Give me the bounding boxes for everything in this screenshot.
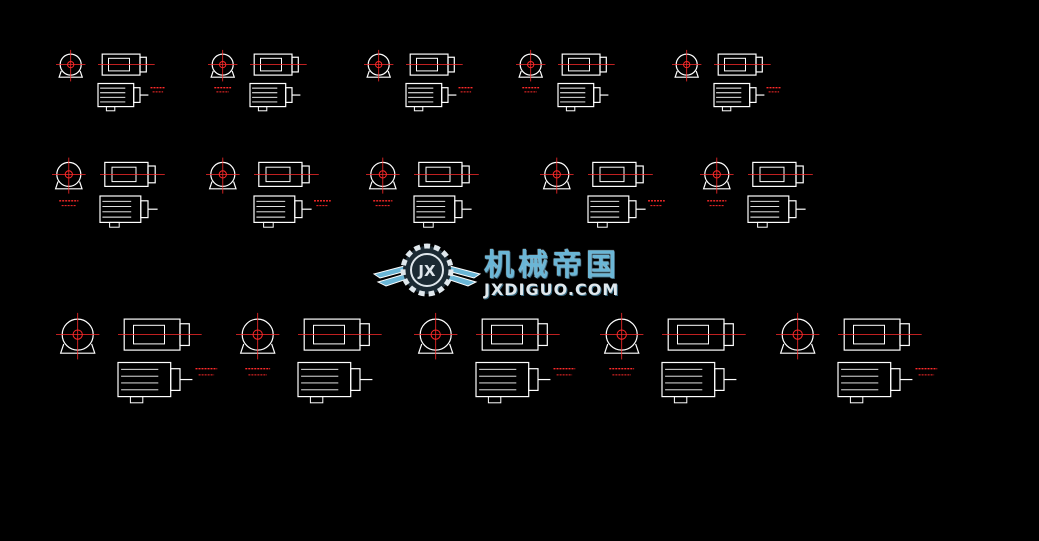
motor-group [414, 312, 576, 404]
motor-foot [597, 221, 608, 228]
motor-side-view-bottom [253, 195, 296, 223]
motor-side-view-bottom [475, 361, 530, 398]
motor-foot [257, 106, 268, 112]
motor-foot [757, 221, 768, 228]
motor-group [206, 157, 331, 228]
flange [133, 87, 141, 103]
flange [593, 87, 601, 103]
flange [714, 368, 725, 392]
motor-group [52, 157, 165, 228]
flange [749, 87, 757, 103]
flange [441, 87, 449, 103]
motor-foot [109, 221, 120, 228]
watermark-badge-text: JX [417, 262, 436, 280]
motor-foot [673, 396, 688, 404]
motor-group [516, 49, 615, 112]
motor-group [364, 49, 474, 112]
motor-side-view-bottom [99, 195, 142, 223]
motor-side-view-bottom [97, 82, 135, 108]
flange [628, 200, 637, 219]
motor-group [600, 312, 746, 404]
flange [170, 368, 181, 392]
motor-group [208, 49, 307, 112]
watermark-chinese-text: 机械帝国 [484, 248, 620, 283]
motor-foot [309, 396, 324, 404]
motor-foot [105, 106, 116, 112]
flange [528, 368, 539, 392]
motor-side-view-bottom [713, 82, 751, 108]
watermark: JX 机械帝国 JXDIGUO.COM [372, 238, 672, 302]
motor-side-view-bottom [413, 195, 456, 223]
flange [454, 200, 463, 219]
motor-side-view-bottom [117, 361, 172, 398]
motor-foot [487, 396, 502, 404]
motor-foot [129, 396, 144, 404]
motor-side-view-bottom [557, 82, 595, 108]
motor-side-view-bottom [661, 361, 716, 398]
motor-side-view-bottom [249, 82, 287, 108]
motor-side-view-bottom [587, 195, 630, 223]
motor-foot [423, 221, 434, 228]
motor-group [366, 157, 479, 228]
motor-group [56, 49, 166, 112]
motor-foot [849, 396, 864, 404]
motor-group [236, 312, 382, 404]
motor-side-view-bottom [297, 361, 352, 398]
flange [788, 200, 797, 219]
motor-drawing-groups [52, 49, 938, 404]
flange [350, 368, 361, 392]
motor-group [672, 49, 782, 112]
motor-group [700, 157, 813, 228]
motor-side-view-bottom [747, 195, 790, 223]
flange [890, 368, 901, 392]
motor-group [540, 157, 665, 228]
flange [140, 200, 149, 219]
flange [294, 200, 303, 219]
motor-foot [565, 106, 576, 112]
motor-side-view-bottom [837, 361, 892, 398]
motor-foot [721, 106, 732, 112]
motor-side-view-bottom [405, 82, 443, 108]
motor-foot [263, 221, 274, 228]
motor-foot [413, 106, 424, 112]
flange [285, 87, 293, 103]
gear-wings-icon: JX [372, 243, 482, 297]
motor-group [56, 312, 218, 404]
watermark-domain-text: JXDIGUO.COM [484, 280, 620, 299]
motor-group [776, 312, 938, 404]
